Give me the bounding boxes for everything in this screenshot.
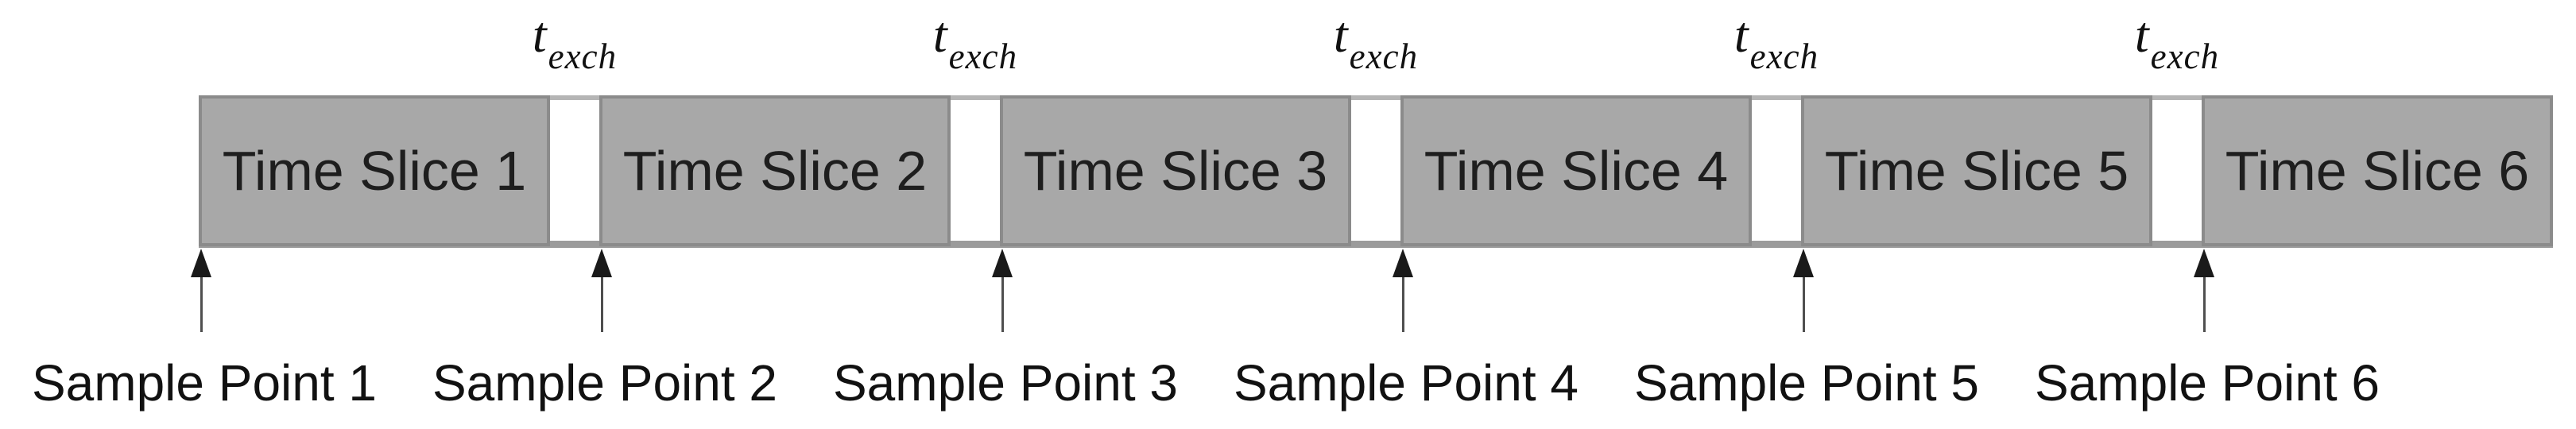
arrow-shaft — [1802, 277, 1805, 332]
time-slice-label: Time Slice 3 — [1023, 140, 1328, 202]
arrow-shaft — [600, 277, 603, 332]
arrow-head-icon — [1393, 249, 1413, 277]
time-slice-box: Time Slice 4 — [1400, 95, 1752, 246]
sample-point-arrow — [992, 249, 1013, 332]
time-slice-label: Time Slice 5 — [1824, 140, 2129, 202]
sample-point-arrow — [591, 249, 612, 332]
t-exch-base: t — [1333, 6, 1348, 63]
time-slice-label: Time Slice 1 — [222, 140, 527, 202]
t-exch-subscript: exch — [548, 37, 618, 76]
sample-point-label: Sample Point 6 — [2034, 354, 2380, 412]
t-exch-label: texch — [1334, 10, 1418, 75]
time-slice-box: Time Slice 2 — [599, 95, 951, 246]
arrow-shaft — [199, 277, 203, 332]
t-exch-label: texch — [933, 10, 1017, 75]
t-exch-label: texch — [2135, 10, 2219, 75]
time-slice-label: Time Slice 6 — [2225, 140, 2530, 202]
t-exch-base: t — [932, 6, 947, 63]
sample-point-label: Sample Point 3 — [832, 354, 1179, 412]
sample-point-arrow — [191, 249, 211, 332]
t-exch-base: t — [2134, 6, 2149, 63]
arrow-head-icon — [2194, 249, 2214, 277]
timeline-bottom-rail — [199, 241, 2553, 248]
arrow-head-icon — [992, 249, 1013, 277]
t-exch-subscript: exch — [948, 37, 1018, 76]
t-exch-base: t — [532, 6, 547, 63]
t-exch-base: t — [1733, 6, 1749, 63]
time-slice-label: Time Slice 2 — [622, 140, 928, 202]
arrow-shaft — [2202, 277, 2206, 332]
timeline-top-rail — [199, 95, 2553, 100]
sample-point-arrow — [1793, 249, 1814, 332]
sample-point-label: Sample Point 4 — [1233, 354, 1579, 412]
time-slice-label: Time Slice 4 — [1424, 140, 1729, 202]
sample-point-arrow — [1393, 249, 1413, 332]
arrow-head-icon — [1793, 249, 1814, 277]
sample-point-arrow — [2194, 249, 2214, 332]
arrow-shaft — [1401, 277, 1404, 332]
time-slice-box: Time Slice 6 — [2202, 95, 2553, 246]
sample-point-label: Sample Point 2 — [432, 354, 778, 412]
time-slice-box: Time Slice 1 — [199, 95, 550, 246]
sample-point-label: Sample Point 5 — [1633, 354, 1980, 412]
arrow-shaft — [1001, 277, 1004, 332]
time-slice-box: Time Slice 5 — [1801, 95, 2152, 246]
sample-point-label: Sample Point 1 — [31, 354, 378, 412]
t-exch-subscript: exch — [2150, 37, 2220, 76]
arrow-head-icon — [591, 249, 612, 277]
time-slice-box: Time Slice 3 — [1000, 95, 1351, 246]
arrow-head-icon — [191, 249, 211, 277]
t-exch-subscript: exch — [1349, 37, 1419, 76]
t-exch-label: texch — [533, 10, 617, 75]
t-exch-label: texch — [1734, 10, 1819, 75]
t-exch-subscript: exch — [1749, 37, 1819, 76]
